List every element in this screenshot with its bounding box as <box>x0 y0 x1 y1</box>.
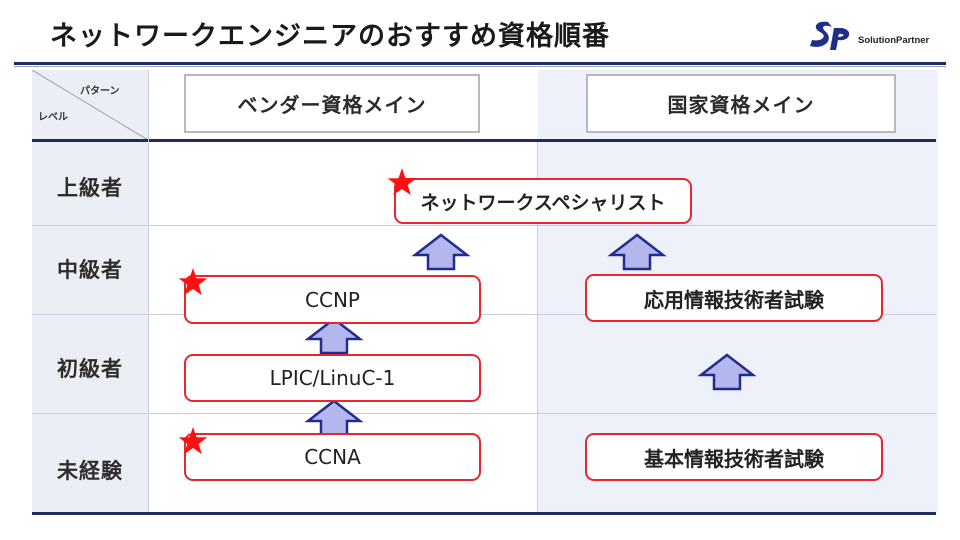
vendor-column-header: ベンダー資格メイン <box>184 74 480 133</box>
level-inexperienced: 未経験 <box>57 459 123 483</box>
page-title: ネットワークエンジニアのおすすめ資格順番 <box>50 21 610 52</box>
title-underline <box>14 62 946 65</box>
column-divider <box>537 142 538 512</box>
table-bottom-border <box>32 512 936 515</box>
corner-diagonal-line <box>32 70 148 140</box>
title-underline-thin <box>14 66 946 67</box>
national-column-header: 国家資格メイン <box>586 74 896 133</box>
header-divider <box>32 139 936 142</box>
corner-level-label: レベル <box>38 112 68 123</box>
fundamental-it-engineer-node: 基本情報技術者試験 <box>585 433 883 481</box>
ccnp-node: CCNP <box>184 275 481 324</box>
sp-logo-icon <box>810 21 850 50</box>
network-specialist-node: ネットワークスペシャリスト <box>394 178 692 224</box>
row-divider <box>32 225 936 226</box>
corner-pattern-label: パターン <box>80 86 120 97</box>
level-beginner: 初級者 <box>57 357 123 381</box>
row-divider <box>32 314 936 315</box>
row-divider <box>32 413 936 414</box>
column-divider <box>148 70 149 512</box>
level-intermediate: 中級者 <box>57 258 123 282</box>
solution-partner-logo: SolutionPartner <box>808 16 948 56</box>
level-label-column <box>32 142 148 512</box>
star-icon <box>178 427 208 455</box>
level-advanced: 上級者 <box>57 176 123 200</box>
ccna-node: CCNA <box>184 433 481 481</box>
applied-it-engineer-node: 応用情報技術者試験 <box>585 274 883 322</box>
star-icon <box>178 268 208 296</box>
lpic-node: LPIC/LinuC-1 <box>184 354 481 402</box>
logo-text: SolutionPartner <box>858 35 930 46</box>
star-icon <box>387 168 417 196</box>
